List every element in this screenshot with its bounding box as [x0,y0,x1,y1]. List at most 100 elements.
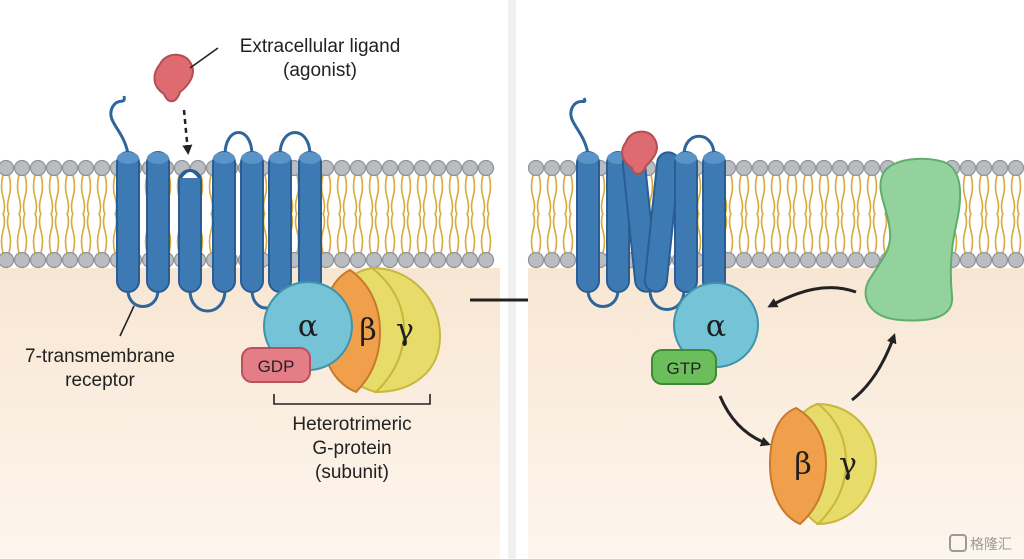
lipid-head [397,159,415,177]
lipid-head [543,251,561,269]
lipid-head [991,251,1009,269]
lipid-head [397,251,415,269]
lipid-tail [562,174,574,254]
receptor-loops-right [569,97,716,311]
lipid-tail [16,174,28,254]
lipid-tail [530,174,542,254]
helix-2 [146,151,170,293]
lipid-head [799,251,817,269]
lipid-head [559,251,577,269]
ligand-leader-line [189,47,219,69]
gtp-label: GTP [667,359,702,378]
lipid-tail [818,174,830,254]
lipid-head [1007,251,1024,269]
lipid-head [77,159,95,177]
arrow-alpha-to-betagamma [718,395,771,447]
lipid-head [847,159,865,177]
beta-label-right: β [794,447,811,482]
receptor-leader-line [119,305,135,337]
gdp-label: GDP [258,357,295,376]
gdp-badge [241,347,311,383]
lipid-head [959,251,977,269]
lipid-head [93,159,111,177]
lipid-head [349,159,367,177]
lipid-head [815,251,833,269]
gprotein-bracket [273,394,431,405]
lipid-head [461,251,479,269]
lipid-tail [754,174,766,254]
gprotein-label-line3: (subunit) [315,462,389,483]
lipid-head [445,251,463,269]
lipid-tail [850,174,862,254]
helix-6 [268,151,292,293]
right-panel: α GTP β γ [527,97,1024,559]
lipid-head [381,159,399,177]
lipid-tail [416,174,428,254]
helix-3-binding-pocket [178,169,202,293]
helix-6-active [702,151,726,293]
lipid-head [413,159,431,177]
lipid-tail [738,174,750,254]
lipid-head [0,159,15,177]
lipid-tail [802,174,814,254]
lipid-head [333,159,351,177]
lipid-tail [368,174,380,254]
lipid-tail [480,174,492,254]
lipid-head [29,159,47,177]
lipid-tail [0,174,12,254]
lipid-head [461,159,479,177]
lipid-head [527,159,545,177]
lipid-tail [786,174,798,254]
alpha-label-left: α [298,309,318,344]
lipid-head [0,251,15,269]
lipid-head [799,159,817,177]
lipid-head [991,159,1009,177]
lipid-head [365,159,383,177]
lipid-head [751,159,769,177]
receptor-label-line1: 7-transmembrane [25,346,175,367]
ligand-bound [621,130,658,175]
lipid-head [783,251,801,269]
beta-label-left: β [359,313,376,348]
lipid-head [783,159,801,177]
lipid-head [735,251,753,269]
lipid-head [863,251,881,269]
arrow-effector-to-alpha [767,286,857,308]
lipid-tail [64,174,76,254]
lipid-head [61,159,79,177]
lipid-head [959,159,977,177]
lipid-tail [962,174,974,254]
heterotrimeric-g-protein [241,266,442,394]
lipid-tail [384,174,396,254]
lipid-head [1007,159,1024,177]
receptor-loops-left [109,95,312,313]
receptor-left [116,151,322,293]
lipid-head [831,251,849,269]
lipid-tail [834,174,846,254]
signaling-arrows [718,286,897,447]
lipid-tail [866,174,878,254]
cytoplasm-right [528,268,1024,559]
lipid-head [45,159,63,177]
gtp-badge [651,349,717,385]
watermark: 格隆汇 [949,534,1012,552]
beta-subunit-right [768,406,828,526]
lipid-head [735,159,753,177]
lipid-head [975,251,993,269]
lipid-tail [352,174,364,254]
lipid-head [751,251,769,269]
lipid-tail [978,174,990,254]
gamma-label-left: γ [396,313,414,348]
lipid-head [93,251,111,269]
gprotein-label-line2: G-protein [312,438,391,459]
lipid-tail [320,174,332,254]
lipid-tail [994,174,1006,254]
lipid-head [429,251,447,269]
lipid-head [767,159,785,177]
lipid-head [77,251,95,269]
binding-arrow [182,109,193,155]
effector-protein [864,157,962,322]
lipid-tail [464,174,476,254]
